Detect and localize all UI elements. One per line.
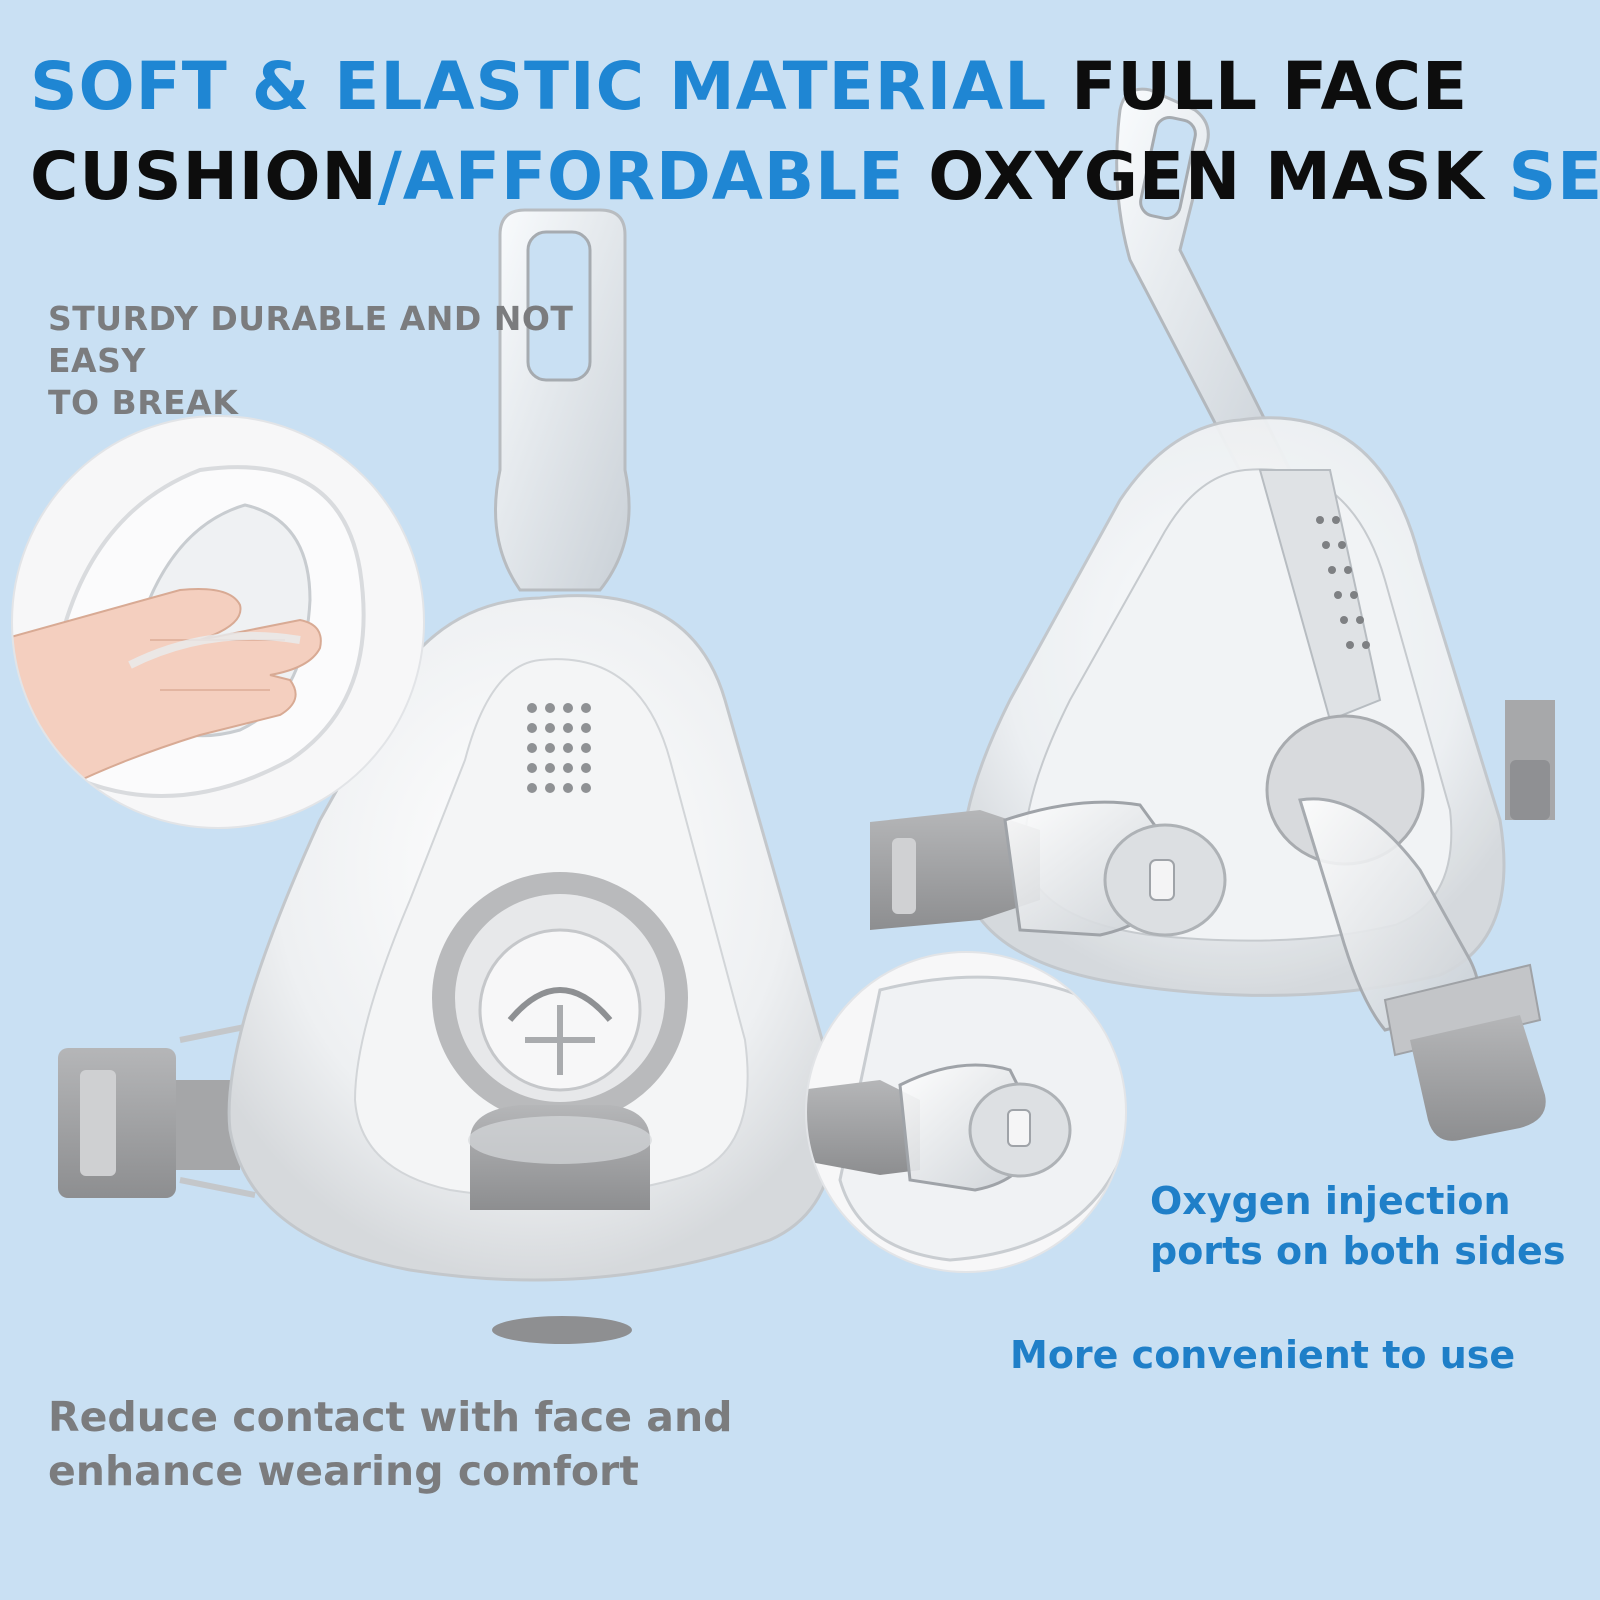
headline-segment: SOFT & ELASTIC MATERIAL: [30, 48, 1072, 125]
comfort-note: Reduce contact with face and enhance wea…: [48, 1390, 808, 1498]
headline-line-2: CUSHION/AFFORDABLE OXYGEN MASK SET: [30, 132, 1600, 222]
sturdy-note-line: STURDY DURABLE AND NOT EASY: [48, 299, 574, 380]
ports-note-line: Oxygen injection: [1150, 1179, 1511, 1223]
sturdy-note: STURDY DURABLE AND NOT EASY TO BREAK: [48, 298, 668, 424]
main-mask-front-view: [58, 208, 837, 1344]
sturdy-note-line: TO BREAK: [48, 383, 239, 422]
headline-segment: FULL FACE: [1071, 48, 1469, 125]
headline-line-1: SOFT & ELASTIC MATERIAL FULL FACE: [30, 42, 1590, 132]
headline-segment: /AFFORDABLE: [377, 138, 929, 215]
ports-note: Oxygen injection ports on both sides: [1150, 1176, 1580, 1276]
comfort-note-line: enhance wearing comfort: [48, 1447, 639, 1495]
comfort-note-line: Reduce contact with face and: [48, 1393, 733, 1441]
ports-note-line: ports on both sides: [1150, 1229, 1566, 1273]
cushion-inset: [11, 415, 425, 829]
headline-segment: OXYGEN MASK: [928, 138, 1509, 215]
headline: SOFT & ELASTIC MATERIAL FULL FACE CUSHIO…: [30, 42, 1600, 222]
headline-segment: SET: [1508, 138, 1600, 215]
side-mask-side-view: [870, 87, 1555, 1141]
oxygen-port-inset: [805, 951, 1127, 1273]
headline-segment: CUSHION: [30, 138, 378, 215]
convenient-note: More convenient to use: [1010, 1333, 1516, 1377]
